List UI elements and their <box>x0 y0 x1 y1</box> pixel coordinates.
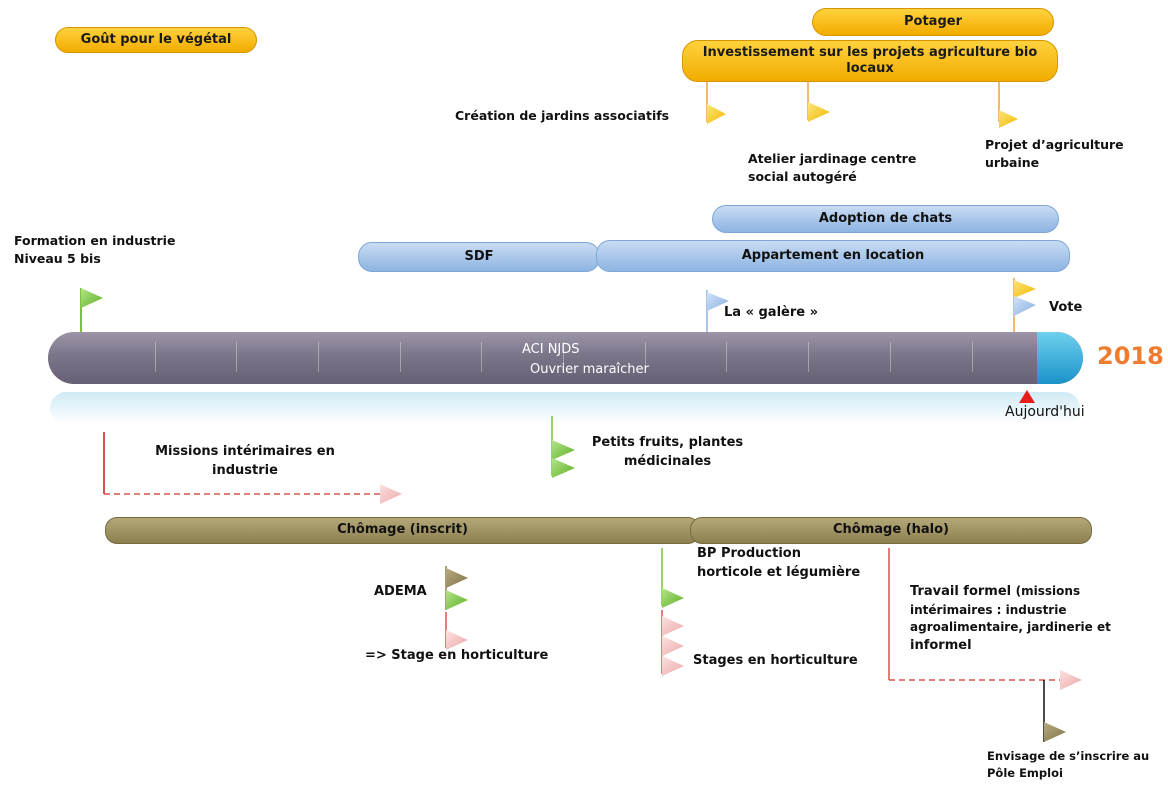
envisage-flag <box>1043 680 1066 742</box>
petits-fruits-flags <box>551 416 575 478</box>
ouvrier-label: Ouvrier maraîcher <box>530 362 649 377</box>
gout-pill: Goût pour le végétal <box>55 27 257 53</box>
investissement-label: Investissement sur les projets agricultu… <box>702 44 1038 76</box>
stages-label: Stages en horticulture <box>693 653 858 668</box>
timeline-current-segment <box>1037 332 1083 384</box>
adoption-pill: Adoption de chats <box>712 205 1059 233</box>
travail-rest: (missions intérimaires : industrie agroa… <box>910 584 1111 635</box>
adoption-label: Adoption de chats <box>818 210 953 226</box>
adema-flags <box>445 566 468 650</box>
atelier-label: Atelier jardinage centre social autogéré <box>748 151 917 185</box>
appartement-pill: Appartement en location <box>596 240 1070 272</box>
bp-flags <box>661 548 684 676</box>
travail-label: Travail formel (missions intérimaires : … <box>910 583 1120 655</box>
formation-flag <box>80 288 103 332</box>
stage-label: => Stage en horticulture <box>365 648 549 663</box>
vote-flags <box>1013 278 1036 332</box>
potager-label: Potager <box>904 13 962 29</box>
aci-label: ACI NJDS <box>522 342 580 357</box>
chomage-halo-label: Chômage (halo) <box>833 522 949 538</box>
today-marker <box>1019 390 1035 403</box>
creation-flag <box>706 82 726 124</box>
sdf-pill: SDF <box>358 242 600 272</box>
chomage-halo-pill: Chômage (halo) <box>690 517 1092 544</box>
investissement-pill: Investissement sur les projets agricultu… <box>682 40 1058 82</box>
timeline-reflection <box>50 392 1080 424</box>
timeline-bar <box>48 332 1083 384</box>
travail-prefix: Travail formel <box>910 584 1016 599</box>
bp-label: BP Production horticole et légumière <box>697 546 861 580</box>
adema-label: ADEMA <box>374 584 427 599</box>
envisage-label: Envisage de s’inscrire au Pôle Emploi <box>987 749 1150 780</box>
sdf-label: SDF <box>464 248 494 264</box>
gout-label: Goût pour le végétal <box>80 31 232 47</box>
travail-end: informel <box>910 637 972 653</box>
atelier-flag <box>807 82 830 122</box>
creation-label: Création de jardins associatifs <box>455 108 670 123</box>
galere-flag <box>706 290 729 332</box>
potager-pill: Potager <box>812 8 1054 36</box>
petits-fruits-label: Petits fruits, plantes médicinales <box>591 435 744 469</box>
chomage-inscrit-pill: Chômage (inscrit) <box>105 517 700 544</box>
vote-label: Vote <box>1049 300 1083 315</box>
projet-agri-label: Projet d’agriculture urbaine <box>985 137 1124 171</box>
today-label: Aujourd'hui <box>1005 404 1085 420</box>
missions-label: Missions intérimaires en industrie <box>155 444 335 478</box>
formation-label: Formation en industrie Niveau 5 bis <box>14 233 176 267</box>
missions-flag <box>103 432 402 504</box>
galere-label: La « galère » <box>724 305 819 320</box>
year-label: 2018 <box>1097 342 1164 370</box>
projet-agri-flag <box>998 82 1018 128</box>
appartement-label: Appartement en location <box>741 247 925 263</box>
chomage-inscrit-label: Chômage (inscrit) <box>337 522 468 538</box>
travail-arrow <box>888 548 1082 690</box>
